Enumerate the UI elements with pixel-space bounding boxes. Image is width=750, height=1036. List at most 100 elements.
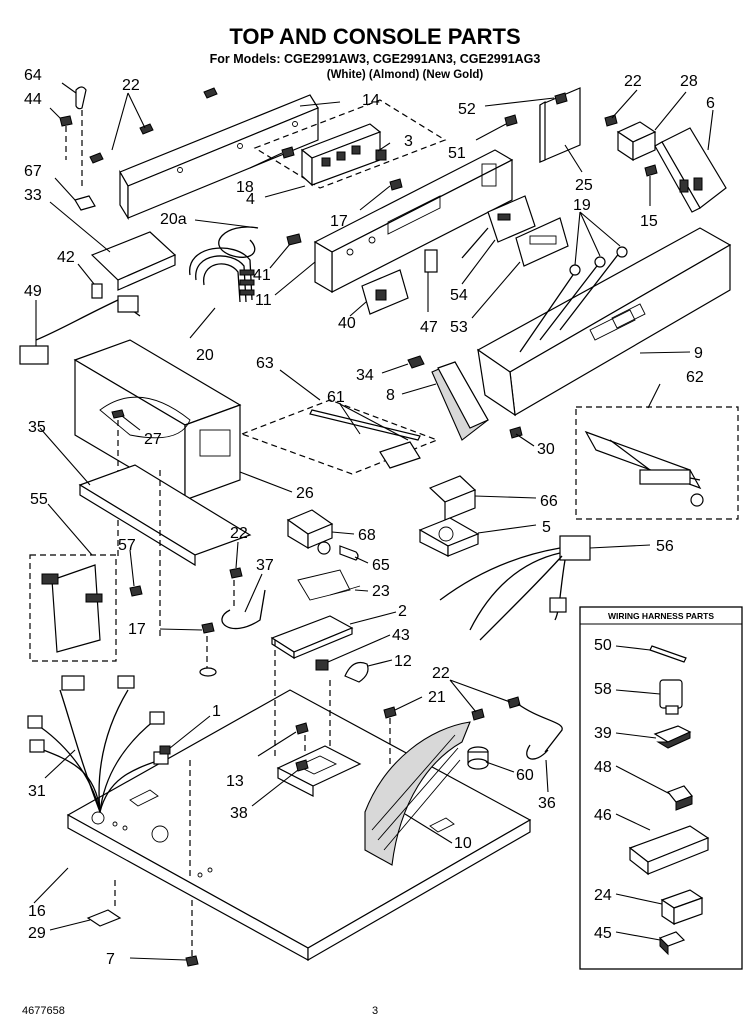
callout-65: 65 — [372, 557, 390, 574]
harness-parts-box — [579, 606, 743, 970]
connector-39 — [653, 725, 692, 749]
panel-25 — [539, 87, 581, 163]
console-front-panel — [313, 149, 514, 294]
callout-33: 33 — [24, 187, 42, 204]
callout-16: 16 — [28, 903, 46, 920]
callout-22-lower: 22 — [432, 665, 450, 682]
callout-27: 27 — [144, 431, 162, 448]
callout-45: 45 — [594, 925, 612, 942]
callout-15: 15 — [640, 213, 658, 230]
callout-18: 18 — [236, 179, 254, 196]
main-harness-31 — [27, 675, 169, 813]
connector-48 — [667, 785, 693, 811]
bulb-65 — [339, 545, 359, 561]
harness-box-title: WIRING HARNESS PARTS — [608, 611, 714, 621]
model-colors: (White) (Almond) (New Gold) — [327, 69, 484, 81]
callout-44: 44 — [24, 91, 42, 108]
callout-38: 38 — [230, 805, 248, 822]
latch-43 — [315, 659, 329, 671]
mounting-plate-35 — [78, 464, 252, 567]
callout-17-upper: 17 — [330, 213, 348, 230]
display-53 — [515, 217, 569, 267]
callout-4: 4 — [246, 191, 255, 208]
timer-switch-box — [253, 99, 447, 189]
callout-34: 34 — [356, 367, 374, 384]
switch-54 — [461, 195, 536, 259]
callout-6: 6 — [706, 95, 715, 112]
callout-64: 64 — [24, 67, 42, 84]
callout-22-mid: 22 — [230, 525, 248, 542]
console-back-panel — [119, 94, 319, 221]
terminal-50 — [649, 645, 687, 663]
screw-7 — [185, 955, 199, 967]
callout-67: 67 — [24, 163, 42, 180]
callout-51: 51 — [448, 145, 466, 162]
callout-55: 55 — [30, 491, 48, 508]
callout-22-right: 22 — [624, 73, 642, 90]
callout-21: 21 — [428, 689, 446, 706]
callout-62: 62 — [686, 369, 704, 386]
lamp-housing-8 — [431, 361, 489, 441]
connector-24 — [660, 889, 704, 926]
callout-49: 49 — [24, 283, 42, 300]
callout-28: 28 — [680, 73, 698, 90]
callout-5: 5 — [542, 519, 551, 536]
kit-63 — [240, 399, 439, 475]
clip-64 — [61, 82, 87, 110]
callout-47: 47 — [420, 319, 438, 336]
callout-40: 40 — [338, 315, 356, 332]
callout-43: 43 — [392, 627, 410, 644]
kit-62 — [575, 406, 739, 520]
callout-30: 30 — [537, 441, 555, 458]
callout-56: 56 — [656, 538, 674, 555]
clip-1 — [159, 745, 171, 755]
callout-58: 58 — [594, 681, 612, 698]
callout-63: 63 — [256, 355, 274, 372]
callout-2: 2 — [398, 603, 407, 620]
vent-grille-10 — [364, 721, 471, 866]
console-top-9 — [476, 227, 732, 417]
callout-8: 8 — [386, 387, 395, 404]
page-number: 3 — [372, 1005, 378, 1017]
bracket-6 — [654, 127, 727, 213]
callout-20: 20 — [196, 347, 214, 364]
callout-35: 35 — [28, 419, 46, 436]
door-2 — [270, 615, 354, 660]
callout-37: 37 — [256, 557, 274, 574]
kit-55 — [29, 554, 117, 662]
document-number: 4677658 — [22, 1005, 65, 1017]
callout-57: 57 — [118, 537, 136, 554]
callout-7: 7 — [106, 951, 115, 968]
callout-68: 68 — [358, 527, 376, 544]
part-42 — [91, 283, 103, 299]
callout-31: 31 — [28, 783, 46, 800]
callout-66: 66 — [540, 493, 558, 510]
duct-23 — [297, 569, 361, 601]
bracket-29 — [86, 909, 122, 927]
wiring-harness-56 — [439, 535, 591, 641]
callout-60: 60 — [516, 767, 534, 784]
tray-38 — [276, 745, 362, 797]
callout-52: 52 — [458, 101, 476, 118]
callout-29: 29 — [28, 925, 46, 942]
harness-20 — [189, 247, 255, 303]
connector-46 — [628, 825, 710, 876]
callout-26: 26 — [296, 485, 314, 502]
clip-34 — [407, 355, 425, 369]
callout-11: 11 — [255, 292, 272, 309]
callout-23: 23 — [372, 583, 390, 600]
screw-44 — [49, 107, 73, 127]
callout-10: 10 — [454, 835, 472, 852]
connector-28 — [616, 121, 657, 162]
bracket-66 — [428, 475, 477, 521]
bracket-33 — [90, 231, 177, 291]
diagram-title: TOP AND CONSOLE PARTS — [229, 24, 520, 49]
lamp-socket-5 — [418, 517, 480, 557]
screw-22-upper — [89, 87, 218, 164]
callout-42: 42 — [57, 249, 75, 266]
callout-1: 1 — [212, 703, 221, 720]
callout-48: 48 — [594, 759, 612, 776]
callout-53: 53 — [450, 319, 468, 336]
callout-61: 61 — [327, 389, 345, 406]
